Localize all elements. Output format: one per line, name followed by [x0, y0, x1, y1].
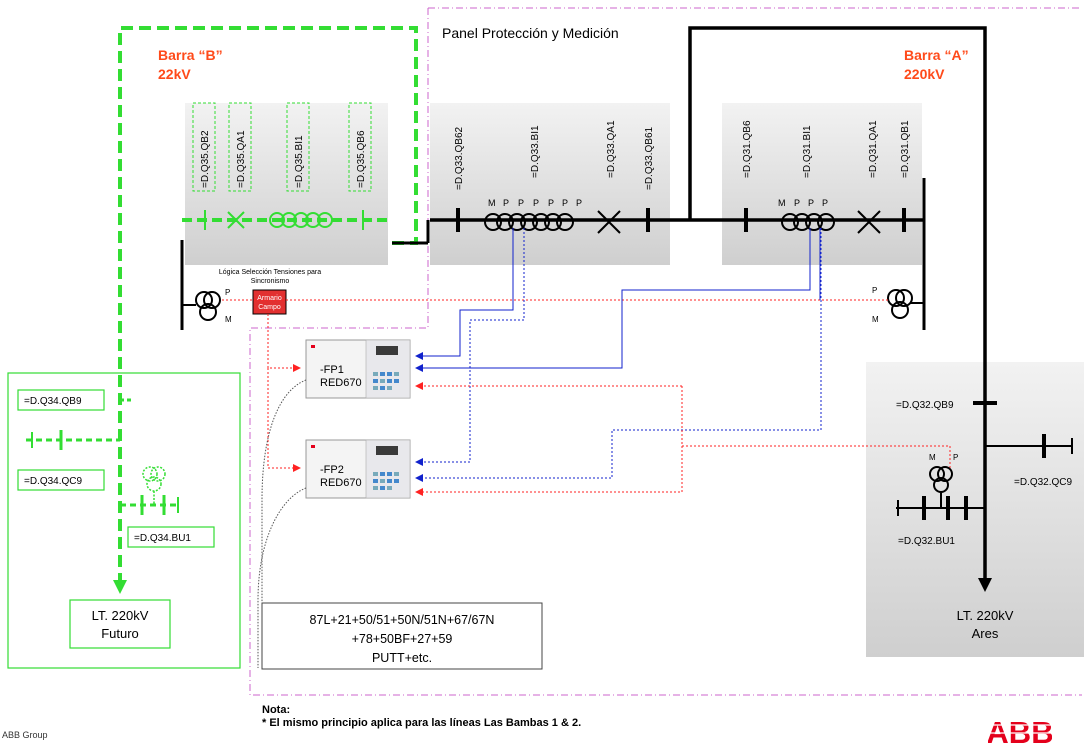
bus-a-voltage: 220kV — [904, 66, 945, 82]
bay-q34-equipment — [26, 398, 179, 515]
protection-functions-line: PUTT+etc. — [372, 651, 432, 665]
footer-company: ABB Group — [2, 730, 48, 740]
vt-right-core-m: M — [872, 315, 879, 324]
label-q31-qb1: =D.Q31.QB1 — [900, 120, 911, 178]
vt-left-core-p: P — [225, 288, 230, 297]
ct-q33-core-label: P — [562, 198, 568, 208]
label-q33-bi1: =D.Q33.BI1 — [530, 125, 541, 178]
relay-fp1[interactable] — [305, 339, 411, 399]
label-q32-qc9: =D.Q32.QC9 — [1014, 477, 1073, 488]
ct-q33-core-label: M — [488, 198, 496, 208]
bus-b-name: Barra “B” — [158, 47, 223, 63]
note-text: * El mismo principio aplica para las lín… — [262, 717, 581, 729]
line-ares-sublabel: Ares — [972, 626, 999, 641]
ct-wiring-fp1 — [415, 228, 821, 372]
vt-q32-core-p: P — [953, 453, 958, 462]
panel-title: Panel Protección y Medición — [442, 25, 619, 41]
line-ares-label: LT. 220kV — [957, 608, 1014, 623]
sync-logic-label: Sincronismo — [251, 278, 290, 285]
bus-b-voltage: 22kV — [158, 66, 191, 82]
label-q34-qb9: =D.Q34.QB9 — [24, 396, 82, 407]
line-future-sublabel: Futuro — [101, 626, 139, 641]
field-cabinet-label: Campo — [258, 304, 281, 311]
vt-right-icon — [887, 289, 924, 319]
ct-q31-core-label: P — [822, 198, 828, 208]
relay-fp2[interactable] — [305, 439, 411, 499]
vt-left-icon — [182, 291, 221, 321]
sync-logic-label: Lógica Selección Tensiones para — [219, 269, 321, 276]
label-q32-qb9: =D.Q32.QB9 — [896, 400, 954, 411]
ct-q33-core-label: P — [533, 198, 539, 208]
ct-q33-core-label: P — [548, 198, 554, 208]
vt-q32-core-m: M — [929, 453, 936, 462]
q34-qc9-box — [17, 469, 105, 491]
ct-q33-core-label: P — [503, 198, 509, 208]
line-future-label: LT. 220kV — [92, 608, 149, 623]
ct-q31-core-label: P — [808, 198, 814, 208]
label-q31-bi1: =D.Q31.BI1 — [802, 125, 813, 178]
label-q31-qb6: =D.Q31.QB6 — [742, 120, 753, 178]
protection-functions-line: +78+50BF+27+59 — [352, 632, 453, 646]
field-cabinet-label: Armario — [257, 295, 282, 302]
bay-panel-q33 — [430, 103, 670, 265]
bay-panel-q32 — [866, 362, 1084, 657]
label-q31-qa1: =D.Q31.QA1 — [868, 120, 879, 178]
vt-q34-icon — [142, 466, 166, 505]
abb-logo-text: ABB — [988, 716, 1052, 746]
bus-a-arrow-icon — [978, 578, 992, 592]
vt-wiring — [267, 314, 951, 496]
label-q35-qb2: =D.Q35.QB2 — [200, 130, 211, 188]
bay-q35-label-boxes — [192, 102, 372, 192]
ct-q33-core-label: P — [518, 198, 524, 208]
ct-wiring-fp2 — [415, 228, 822, 482]
vt-right-core-p: P — [872, 286, 877, 295]
relay-fp1-designation: -FP1 — [320, 364, 344, 376]
bus-b-busbar — [118, 26, 418, 585]
protection-functions-box — [261, 602, 543, 670]
protection-functions-line: 87L+21+50/51+50N/51N+67/67N — [310, 613, 495, 627]
field-cabinet[interactable] — [252, 289, 287, 315]
ct-q31-core-label: P — [794, 198, 800, 208]
bay-panel-q31 — [722, 103, 922, 265]
label-q33-qb62: =D.Q33.QB62 — [454, 126, 465, 190]
vt-left-core-m: M — [225, 315, 232, 324]
bay-q35-equipment — [204, 210, 364, 230]
label-q32-bu1: =D.Q32.BU1 — [898, 536, 955, 547]
bay-q31-equipment — [744, 208, 906, 234]
label-q33-qb61: =D.Q33.QB61 — [644, 126, 655, 190]
bus-a-name: Barra “A” — [904, 47, 969, 63]
line-future-box — [69, 599, 171, 649]
bus-b-arrow-icon — [113, 580, 127, 594]
note-title: Nota: — [262, 704, 290, 716]
relay-fp2-model: RED670 — [320, 477, 362, 489]
label-q35-bi1: =D.Q35.BI1 — [294, 135, 305, 188]
vt-q32-icon — [929, 466, 953, 508]
q34-bu1-box — [127, 526, 215, 548]
label-q34-bu1: =D.Q34.BU1 — [134, 533, 191, 544]
q34-qb9-box — [17, 389, 105, 411]
ct-q31-core-label: M — [778, 198, 786, 208]
control-cabling — [257, 379, 307, 668]
relay-fp1-model: RED670 — [320, 377, 362, 389]
relay-fp2-designation: -FP2 — [320, 464, 344, 476]
label-q35-qa1: =D.Q35.QA1 — [236, 130, 247, 188]
ct-q33-core-label: P — [576, 198, 582, 208]
label-q34-qc9: =D.Q34.QC9 — [24, 476, 83, 487]
label-q33-qa1: =D.Q33.QA1 — [606, 120, 617, 178]
label-q35-qb6: =D.Q35.QB6 — [356, 130, 367, 188]
abb-logo-icon: ABB — [988, 716, 1052, 746]
bay-q33-equipment — [456, 208, 650, 234]
